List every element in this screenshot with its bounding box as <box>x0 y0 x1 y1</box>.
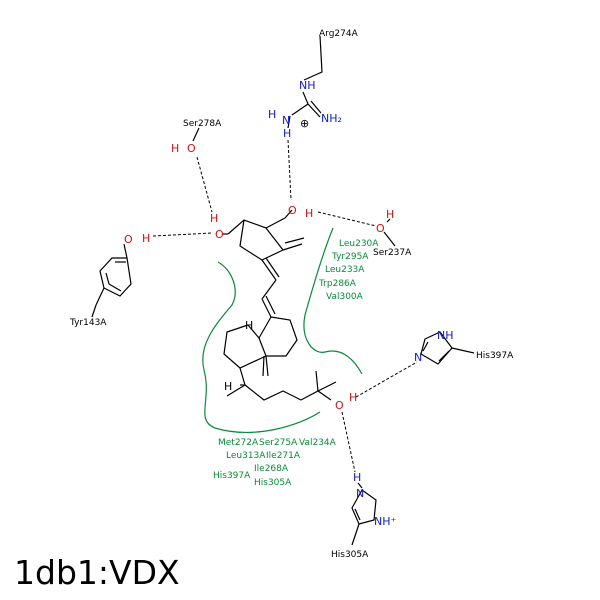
his397-label: His397A <box>476 351 514 361</box>
arg274-label: Arg274A <box>319 29 359 39</box>
his305-nhplus-label: NH⁺ <box>374 515 397 528</box>
hbond-ser237-o <box>317 211 377 227</box>
ligand-o1-h-label: H <box>210 212 218 225</box>
ser237-h-label: H <box>386 208 394 221</box>
ligand-o3-label: O <box>335 399 344 412</box>
arg274-nh2-label: NH₂ <box>321 112 342 125</box>
hydrophobic-arc-upper <box>303 227 363 375</box>
tyr143-residue <box>91 243 132 318</box>
hydrophobic-label: His305A <box>254 478 292 488</box>
ligand-stereo-h1-label: H <box>245 319 253 332</box>
ligand-o3-h-label: H <box>349 391 357 404</box>
hydrophobic-label: Ile271A <box>266 451 301 461</box>
his305-label: His305A <box>331 550 369 560</box>
arg274-n-h-label: NH <box>299 79 316 92</box>
hbond-his397-o <box>355 361 418 398</box>
hydrophobic-arc-lower <box>202 261 321 433</box>
hydrophobic-label: Trp286A <box>318 279 357 289</box>
hydrophobic-label: Val300A <box>326 292 364 302</box>
diagram-title: 1db1:VDX <box>14 553 180 592</box>
ser278-residue <box>192 127 200 142</box>
atom-labels: NH H N H NH₂ ⊕ H O H O O H O H H O O H N… <box>124 79 454 528</box>
hydrophobic-label: Leu230A <box>339 239 379 249</box>
ligand-o2-label: O <box>288 204 297 217</box>
his397-n-label: N <box>414 351 422 364</box>
hydrogen-bonds <box>152 139 418 473</box>
hydrophobic-contacts <box>202 227 363 433</box>
residue-labels: Arg274A Ser278A Ser237A Tyr143A His397A … <box>69 29 514 560</box>
hydrophobic-label: Val234A <box>299 438 337 448</box>
ligand-o2-h-label: H <box>305 207 313 220</box>
arg274-n-label: N <box>282 114 290 127</box>
arg274-nh-label: H <box>268 108 276 121</box>
arg274-h-label: H <box>283 127 291 140</box>
his397-nh-label: NH <box>437 329 454 342</box>
charge-plus-symbol: ⊕ <box>300 117 309 130</box>
ser278-h-label: H <box>171 142 179 155</box>
ser278-o-label: O <box>187 142 196 155</box>
tyr143-h-label: H <box>142 232 150 245</box>
ser237-o-label: O <box>376 222 385 235</box>
hydrophobic-label: Leu233A <box>325 265 365 275</box>
hydrophobic-label: Tyr295A <box>331 252 369 262</box>
hydrophobic-label: Ser275A <box>259 438 298 448</box>
ser278-label: Ser278A <box>183 119 222 129</box>
tyr143-label: Tyr143A <box>69 318 107 328</box>
ser237-residue <box>383 218 396 247</box>
hbond-his305-o <box>341 411 356 473</box>
hydrophobic-labels-lower: Met272A Ser275A Val234A Leu313A Ile271A … <box>213 438 337 488</box>
hydrophobic-label: Ile268A <box>254 464 289 474</box>
hbond-tyr143-o <box>152 232 213 237</box>
ligand-vdx <box>222 209 337 401</box>
his305-residue <box>351 482 377 546</box>
ligand-o1-label: O <box>215 228 224 241</box>
hbond-arg274-o <box>287 139 292 201</box>
hydrophobic-labels-upper: Leu230A Tyr295A Leu233A Trp286A Val300A <box>318 239 379 302</box>
hydrophobic-label: Leu313A <box>226 451 266 461</box>
his305-h-label: H <box>353 471 361 484</box>
his305-n-label: N <box>356 487 364 500</box>
hbond-ser278-o <box>196 156 213 213</box>
ligand-stereo-h2-label: H <box>224 380 232 393</box>
ser237-label: Ser237A <box>373 248 412 258</box>
tyr143-o-label: O <box>124 233 133 246</box>
hydrophobic-label: His397A <box>213 471 251 481</box>
hydrophobic-label: Met272A <box>218 438 259 448</box>
his397-residue <box>420 331 475 365</box>
arg274-residue <box>287 35 323 129</box>
